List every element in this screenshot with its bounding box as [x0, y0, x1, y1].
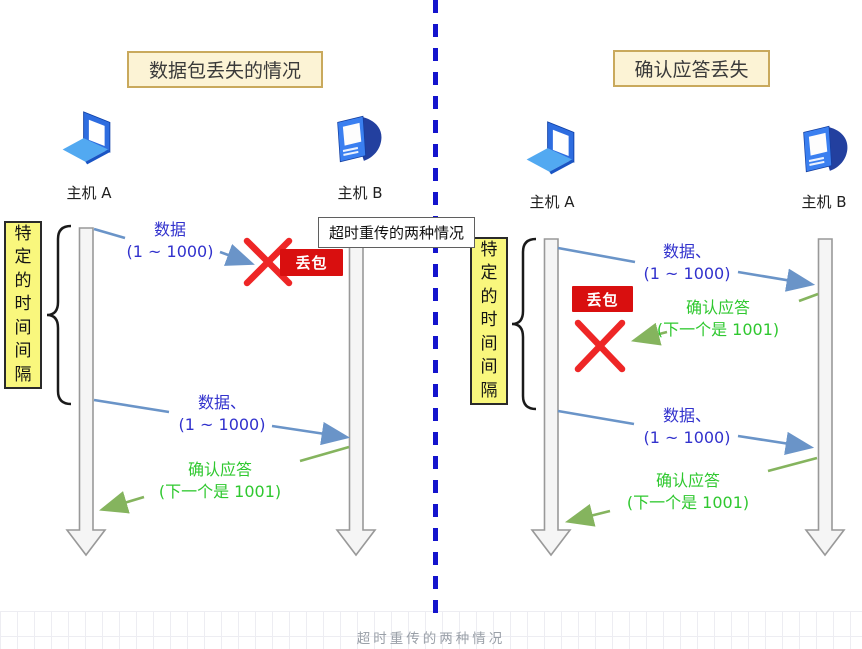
data1-stub-right [557, 246, 636, 264]
desktop-icon [794, 121, 850, 177]
data2-arrow-right [737, 431, 815, 455]
timeline-arrow-host-b-left [335, 227, 377, 557]
ack-arrow-left [99, 491, 145, 514]
data2-label-left: 数据、 [197, 393, 246, 412]
data2-label-right: 数据、 [662, 406, 711, 425]
host-b-label-left: 主机 B [337, 184, 383, 202]
ack-stub-left [299, 445, 350, 463]
background-grid [0, 611, 862, 649]
data2-message-left: 数据、 (1 ~ 1000) [179, 392, 266, 436]
scenario-title-packet-loss: 数据包丢失的情况 [127, 51, 323, 88]
tooltip: 超时重传的两种情况 [318, 217, 475, 248]
interval-text-right: 特定的时间间隔 [480, 239, 498, 401]
data1-stub-left [93, 227, 126, 240]
interval-box-right: 特定的时间间隔 [470, 237, 508, 405]
ack-lost-label-right: 确认应答 [685, 298, 751, 317]
ack-message-right: 确认应答 (下一个是 1001) [627, 470, 749, 514]
data2-stub-right [557, 409, 635, 426]
interval-text-left: 特定的时间间隔 [14, 223, 32, 385]
section-divider-dashed-line [433, 0, 438, 613]
data2-stub-left [93, 398, 170, 414]
desktop-icon [328, 111, 384, 167]
interval-box-left: 特定的时间间隔 [4, 221, 42, 389]
ack-label-right: 确认应答 [655, 471, 721, 490]
data1-seq-left: (1 ~ 1000) [126, 242, 214, 261]
ack-label-left: 确认应答 [187, 460, 253, 479]
ack-arrow-right [564, 503, 611, 527]
data1-message-left: 数据 (1 ~ 1000) [127, 219, 214, 263]
host-a-label-right: 主机 A [529, 193, 575, 211]
figure-caption: 超时重传的两种情况 [356, 631, 506, 647]
packet-loss-x-left [243, 237, 293, 287]
data2-seq-right: (1 ~ 1000) [643, 428, 731, 447]
ack-seq-left: (下一个是 1001) [158, 482, 282, 501]
scenario-title-ack-loss: 确认应答丢失 [613, 50, 770, 87]
loss-badge-left: 丢包 [280, 249, 343, 276]
data1-message-right: 数据、 (1 ~ 1000) [644, 241, 731, 285]
ack-lost-seq-right: (下一个是 1001) [656, 320, 780, 339]
ack-seq-right: (下一个是 1001) [626, 493, 750, 512]
data1-label-right: 数据、 [662, 242, 711, 261]
ack-lost-message-right: 确认应答 (下一个是 1001) [657, 297, 779, 341]
loss-badge-right: 丢包 [572, 286, 633, 312]
data1-label-left: 数据 [153, 220, 186, 239]
interval-brace-left [46, 224, 72, 406]
data2-message-right: 数据、 (1 ~ 1000) [644, 405, 731, 449]
host-b-label-right: 主机 B [801, 193, 847, 211]
ack-lost-arrow-right [630, 322, 668, 346]
data1-arrow-left [219, 243, 255, 266]
timeline-arrow-host-b-right [804, 238, 846, 557]
ack-stub-right [767, 456, 818, 473]
data1-seq-right: (1 ~ 1000) [643, 264, 731, 283]
laptop-icon [60, 111, 116, 167]
data1-arrow-right [737, 268, 816, 292]
data2-arrow-left [271, 421, 351, 446]
timeline-arrow-host-a-left [65, 227, 107, 557]
interval-brace-right [511, 237, 537, 411]
timeline-arrow-host-a-right [530, 238, 572, 557]
data2-seq-left: (1 ~ 1000) [178, 415, 266, 434]
ack-message-left: 确认应答 (下一个是 1001) [159, 459, 281, 503]
ack-lost-stub-right [798, 292, 819, 303]
ack-loss-x-right [574, 319, 626, 373]
laptop-icon [524, 121, 580, 177]
host-a-label-left: 主机 A [66, 184, 112, 202]
